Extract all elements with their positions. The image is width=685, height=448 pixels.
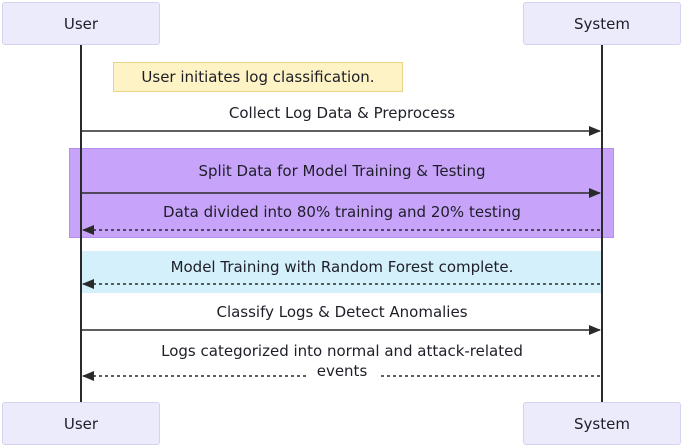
- message-label-model-training: Model Training with Random Forest comple…: [170, 258, 514, 276]
- cyan-highlight-band: [81, 251, 603, 293]
- system-actor-top: System: [523, 2, 681, 45]
- message-label-classify: Classify Logs & Detect Anomalies: [216, 303, 468, 321]
- message-label-divided: Data divided into 80% training and 20% t…: [163, 203, 521, 221]
- message-label-categorized-line1: Logs categorized into normal and attack-…: [161, 342, 523, 360]
- user-actor-top: User: [2, 2, 160, 45]
- note-box: User initiates log classification.: [113, 62, 403, 92]
- user-actor-bottom: User: [2, 402, 160, 445]
- message-label-collect: Collect Log Data & Preprocess: [228, 104, 456, 122]
- message-label-split: Split Data for Model Training & Testing: [198, 162, 486, 180]
- message-label-categorized-line2: events: [306, 361, 378, 381]
- system-lifeline: [601, 44, 603, 402]
- user-lifeline: [80, 44, 82, 402]
- system-actor-bottom: System: [523, 402, 681, 445]
